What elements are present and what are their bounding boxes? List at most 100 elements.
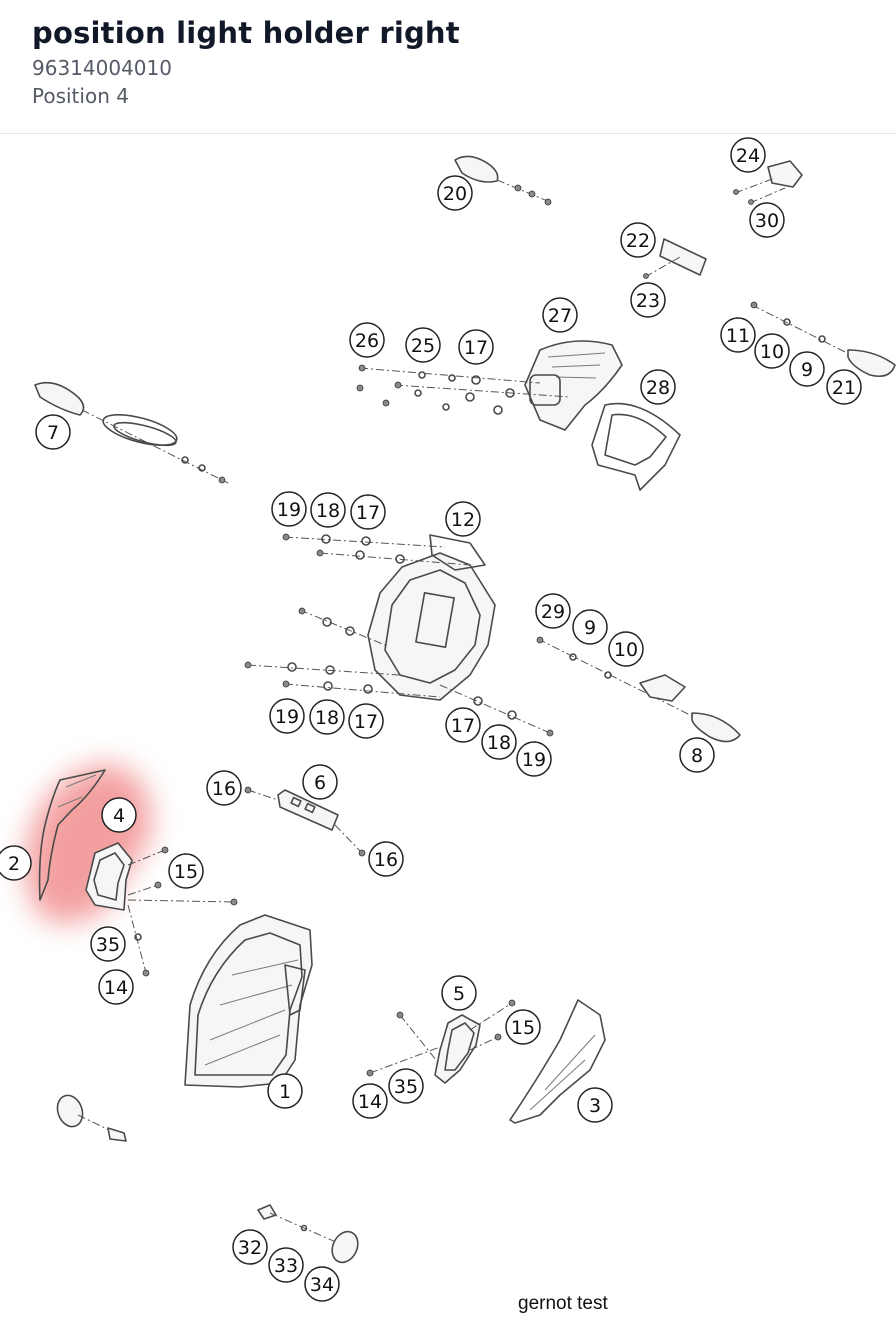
part-position: Position 4 xyxy=(32,84,129,108)
callout-26[interactable]: 26 xyxy=(349,322,385,358)
callout-9[interactable]: 9 xyxy=(572,609,608,645)
callout-32[interactable]: 32 xyxy=(232,1229,268,1265)
callout-label: 9 xyxy=(584,617,596,639)
callout-22[interactable]: 22 xyxy=(620,222,656,258)
part-24-light xyxy=(733,160,803,205)
callout-circle xyxy=(437,175,473,211)
parts-26-25-17-fasteners xyxy=(356,364,571,415)
callout-12[interactable]: 12 xyxy=(445,501,481,537)
callout-6[interactable]: 6 xyxy=(302,764,338,800)
callout-label: 16 xyxy=(374,849,398,871)
callout-circle xyxy=(368,841,404,877)
callout-14[interactable]: 14 xyxy=(352,1083,388,1119)
callout-4[interactable]: 4 xyxy=(101,797,137,833)
callout-label: 20 xyxy=(443,183,467,205)
callout-11[interactable]: 11 xyxy=(720,317,756,353)
callout-circle xyxy=(269,698,305,734)
part-1-headlight xyxy=(184,914,313,1088)
part-28-frame xyxy=(591,402,681,491)
callout-circle xyxy=(505,1009,541,1045)
callout-7[interactable]: 7 xyxy=(35,414,71,450)
callout-17[interactable]: 17 xyxy=(458,329,494,365)
part-2-trim-left xyxy=(38,769,106,901)
callout-23[interactable]: 23 xyxy=(630,282,666,318)
callout-14[interactable]: 14 xyxy=(98,969,134,1005)
callout-circle xyxy=(98,969,134,1005)
callout-circle xyxy=(679,737,715,773)
callout-18[interactable]: 18 xyxy=(310,492,346,528)
callout-label: 17 xyxy=(356,502,380,524)
callout-25[interactable]: 25 xyxy=(405,327,441,363)
callout-label: 10 xyxy=(614,639,638,661)
callout-label: 3 xyxy=(589,1095,601,1117)
callout-27[interactable]: 27 xyxy=(542,297,578,333)
callout-circle xyxy=(349,322,385,358)
callout-circle xyxy=(754,333,790,369)
callout-circle xyxy=(445,707,481,743)
callout-label: 18 xyxy=(487,732,511,754)
callout-19[interactable]: 19 xyxy=(271,491,307,527)
callout-29[interactable]: 29 xyxy=(535,593,571,629)
callout-24[interactable]: 24 xyxy=(730,137,766,173)
callout-label: 11 xyxy=(726,325,750,347)
part-number: 96314004010 xyxy=(32,56,172,80)
callout-label: 19 xyxy=(522,749,546,771)
part-12-main-bracket xyxy=(244,533,554,737)
callout-17[interactable]: 17 xyxy=(350,494,386,530)
callout-circle xyxy=(352,1083,388,1119)
callout-18[interactable]: 18 xyxy=(481,724,517,760)
callout-label: 17 xyxy=(354,711,378,733)
callout-19[interactable]: 19 xyxy=(269,698,305,734)
callout-circle xyxy=(310,492,346,528)
callout-10[interactable]: 10 xyxy=(754,333,790,369)
callout-circle xyxy=(789,351,825,387)
callout-circle xyxy=(309,699,345,735)
part-header: position light holder right 96314004010 … xyxy=(0,0,896,134)
callout-15[interactable]: 15 xyxy=(168,853,204,889)
callout-label: 14 xyxy=(104,977,128,999)
callout-18[interactable]: 18 xyxy=(309,699,345,735)
callout-circle xyxy=(542,297,578,333)
callout-30[interactable]: 30 xyxy=(749,202,785,238)
callout-circle xyxy=(441,975,477,1011)
callout-35[interactable]: 35 xyxy=(388,1068,424,1104)
callout-circle xyxy=(267,1073,303,1109)
callout-8[interactable]: 8 xyxy=(679,737,715,773)
callout-35[interactable]: 35 xyxy=(90,926,126,962)
callout-28[interactable]: 28 xyxy=(640,369,676,405)
callout-label: 33 xyxy=(274,1255,298,1277)
callout-label: 18 xyxy=(316,500,340,522)
callout-label: 16 xyxy=(212,778,236,800)
part-8-indicator xyxy=(536,636,741,743)
callout-20[interactable]: 20 xyxy=(437,175,473,211)
callout-1[interactable]: 1 xyxy=(267,1073,303,1109)
part-7-indicator xyxy=(34,381,229,484)
callout-19[interactable]: 19 xyxy=(516,741,552,777)
callout-16[interactable]: 16 xyxy=(206,770,242,806)
callout-circle xyxy=(720,317,756,353)
callout-15[interactable]: 15 xyxy=(505,1009,541,1045)
callout-label: 7 xyxy=(47,422,59,444)
callout-label: 21 xyxy=(832,377,856,399)
callout-label: 28 xyxy=(646,377,670,399)
callout-3[interactable]: 3 xyxy=(577,1087,613,1123)
callout-10[interactable]: 10 xyxy=(608,631,644,667)
callout-17[interactable]: 17 xyxy=(445,707,481,743)
callout-33[interactable]: 33 xyxy=(268,1247,304,1283)
callout-label: 19 xyxy=(277,499,301,521)
callout-label: 2 xyxy=(8,853,20,875)
callout-2[interactable]: 2 xyxy=(0,845,32,881)
callout-circle xyxy=(232,1229,268,1265)
callout-21[interactable]: 21 xyxy=(826,369,862,405)
callout-label: 35 xyxy=(96,934,120,956)
callout-9[interactable]: 9 xyxy=(789,351,825,387)
part-title: position light holder right xyxy=(32,16,460,50)
callout-circle xyxy=(350,494,386,530)
callout-label: 12 xyxy=(451,509,475,531)
callout-5[interactable]: 5 xyxy=(441,975,477,1011)
callout-16[interactable]: 16 xyxy=(368,841,404,877)
callout-34[interactable]: 34 xyxy=(304,1266,340,1302)
callout-17[interactable]: 17 xyxy=(348,703,384,739)
part-21-indicator xyxy=(750,301,896,378)
callout-label: 8 xyxy=(691,745,703,767)
